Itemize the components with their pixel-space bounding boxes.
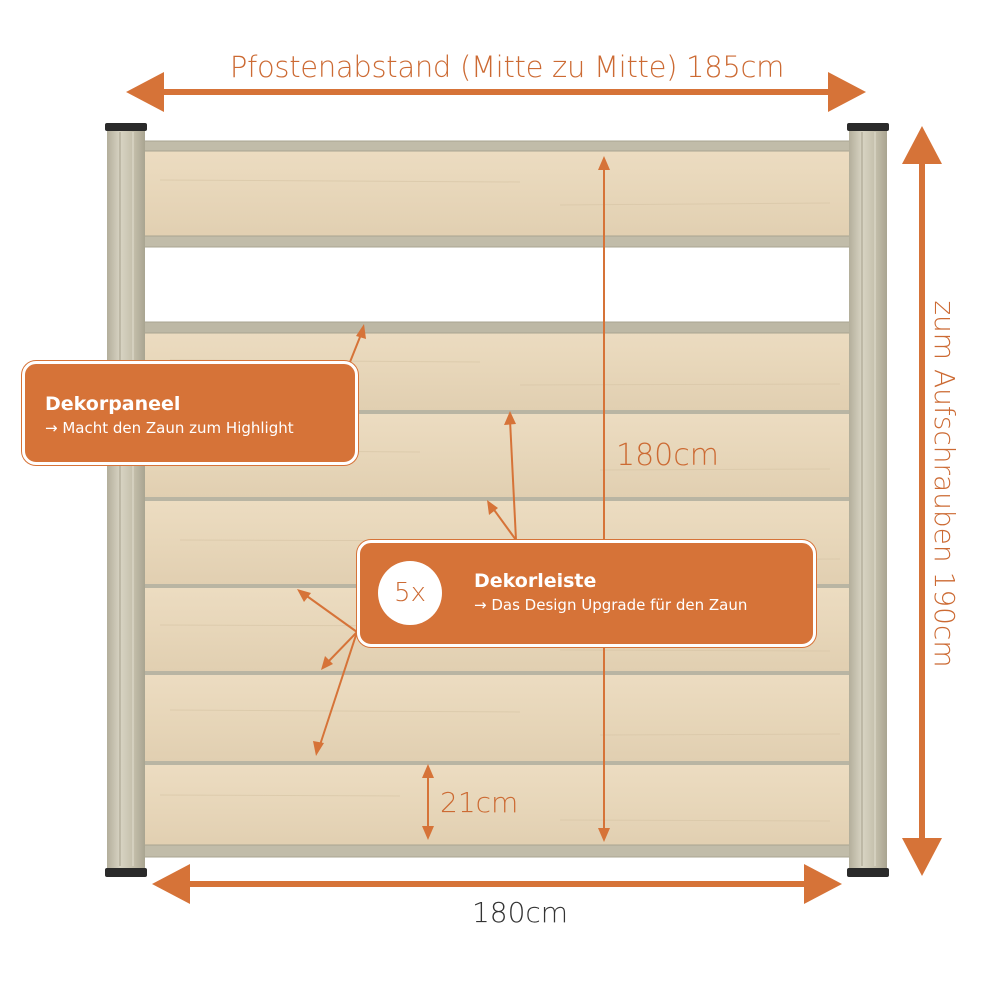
top-board xyxy=(145,150,849,238)
panel-height-label: 180cm xyxy=(616,438,719,473)
dimension-arrows xyxy=(126,72,942,904)
top-rail xyxy=(142,140,852,152)
lower-middle-rail xyxy=(142,321,852,334)
posts xyxy=(105,123,889,877)
panel-height-arrow xyxy=(598,156,610,842)
left-post-foot xyxy=(105,868,147,877)
right-post-cap xyxy=(847,123,889,131)
post-spacing-label: Pfostenabstand (Mitte zu Mitte) 185cm xyxy=(229,50,785,84)
decor-strip-callout: 5x Dekorleiste → Das Design Upgrade für … xyxy=(357,540,816,647)
quantity-badge: 5x xyxy=(378,561,442,625)
decor-panel-callout: Dekorpaneel → Macht den Zaun zum Highlig… xyxy=(22,361,358,465)
strip-pointer-4 xyxy=(321,631,358,670)
decor-strip-2 xyxy=(145,497,849,501)
upper-middle-rail xyxy=(142,235,852,248)
decor-panel-title: Dekorpaneel xyxy=(45,393,181,415)
panel-width-arrow xyxy=(152,864,842,904)
board-5 xyxy=(145,675,849,761)
post-length-label: zum Aufschrauben 190cm xyxy=(928,300,961,668)
strip-pointer-3 xyxy=(297,589,358,633)
right-post xyxy=(849,126,887,874)
panel-pointer xyxy=(349,324,366,363)
decor-strip-4 xyxy=(145,671,849,675)
decor-strip-title: Dekorleiste xyxy=(474,570,597,592)
board-height-label: 21cm xyxy=(440,786,519,819)
strip-pointer-5 xyxy=(313,631,358,756)
strip-pointer-1 xyxy=(504,411,517,541)
left-post-cap xyxy=(105,123,147,131)
post-length-arrow xyxy=(902,126,942,876)
panel-width-label: 180cm xyxy=(471,896,569,929)
decor-strip-5 xyxy=(145,761,849,765)
pointer-lines xyxy=(297,324,517,756)
left-post xyxy=(107,126,145,874)
board-height-arrow xyxy=(422,764,434,840)
board-6 xyxy=(145,765,849,847)
decor-panel-subtitle: → Macht den Zaun zum Highlight xyxy=(45,419,294,437)
strip-pointer-2 xyxy=(487,500,517,541)
thin-dimension-lines xyxy=(422,156,610,842)
post-spacing-arrow xyxy=(126,72,866,112)
bottom-rail xyxy=(142,844,852,858)
right-post-foot xyxy=(847,868,889,877)
decor-strip-1 xyxy=(145,410,849,414)
decor-strip-subtitle: → Das Design Upgrade für den Zaun xyxy=(474,596,748,614)
